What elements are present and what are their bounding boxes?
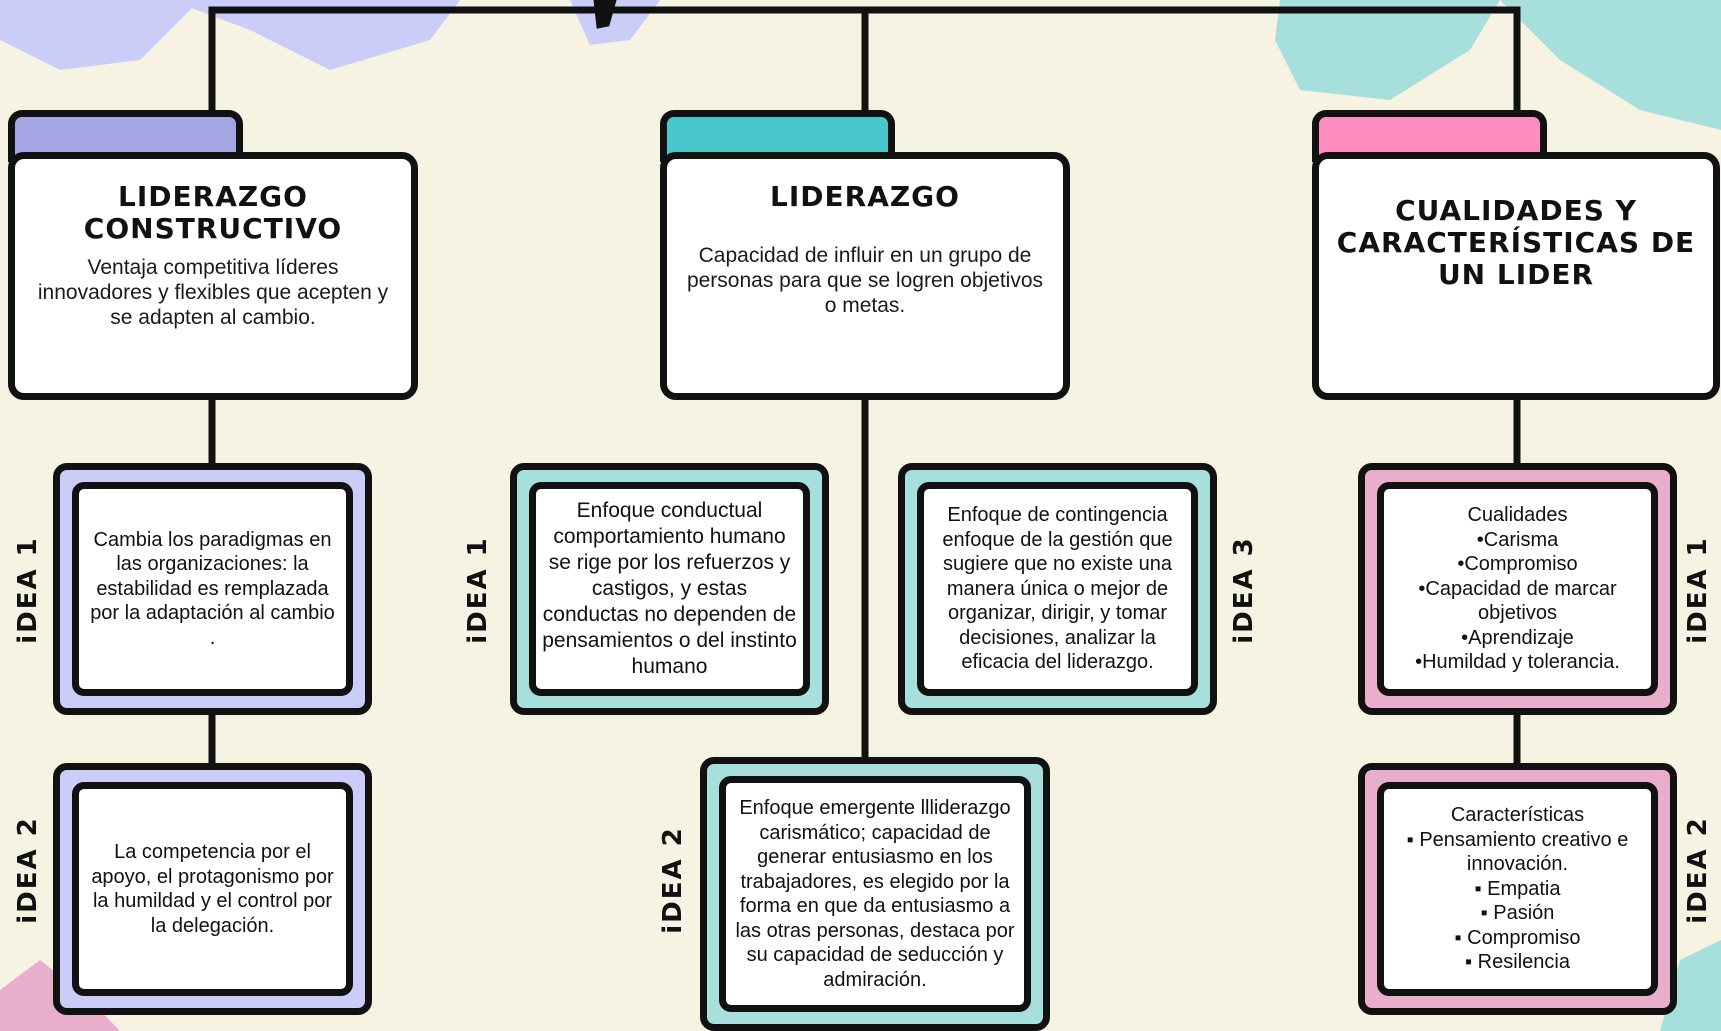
card-inner: Enfoque emergente llliderazgo carismátic… [719, 776, 1031, 1012]
card-text: Enfoque conductual comportamiento humano… [542, 499, 797, 678]
card-text: Cambia los paradigmas en las organizacio… [90, 528, 335, 649]
idea-label: iDEA 1 [463, 536, 493, 644]
idea-label: iDEA 2 [658, 826, 688, 934]
folder-title: LiDERAZGO [770, 180, 960, 213]
card-inner: Características ▪ Pensamiento creativo e… [1377, 782, 1658, 996]
card-left-idea-1: Cambia los paradigmas en las organizacio… [53, 463, 372, 715]
idea-label: iDEA 2 [1683, 816, 1713, 924]
folder-cualidades-caracteristicas: CUALiDADES Y CARACTERÍSTICAS DE UN LiDER [1312, 110, 1720, 400]
idea-label: iDEA 2 [13, 816, 43, 924]
idea-label: iDEA 3 [1229, 536, 1259, 644]
card-inner: Enfoque de contingencia enfoque de la ge… [917, 482, 1198, 696]
card-inner: Cambia los paradigmas en las organizacio… [72, 482, 353, 696]
folder-title: LiDERAZGO CONSTRUCTiVO [83, 180, 343, 245]
folder-body: LiDERAZGO CONSTRUCTiVO Ventaja competiti… [8, 152, 418, 400]
folder-description: Capacidad de influir en un grupo de pers… [686, 244, 1044, 317]
folder-body: LiDERAZGO Capacidad de influir en un gru… [660, 152, 1070, 400]
idea-label: iDEA 1 [1683, 536, 1713, 644]
card-text: Características ▪ Pensamiento creativo e… [1406, 804, 1629, 974]
card-center-idea-3: Enfoque de contingencia enfoque de la ge… [898, 463, 1217, 715]
card-center-idea-2: Enfoque emergente llliderazgo carismátic… [700, 757, 1050, 1031]
folder-liderazgo: LiDERAZGO Capacidad de influir en un gru… [660, 110, 1070, 400]
card-right-idea-1: Cualidades •Carisma •Compromiso •Capacid… [1358, 463, 1677, 715]
card-text: Enfoque de contingencia enfoque de la ge… [942, 504, 1173, 674]
card-inner: Enfoque conductual comportamiento humano… [529, 482, 810, 696]
card-text: La competencia por el apoyo, el protagon… [91, 841, 334, 937]
card-text: Enfoque emergente llliderazgo carismátic… [735, 797, 1015, 991]
folder-description: Ventaja competitiva líderes innovadores … [37, 256, 389, 329]
card-center-idea-1: Enfoque conductual comportamiento humano… [510, 463, 829, 715]
idea-label: iDEA 1 [13, 536, 43, 644]
card-left-idea-2: La competencia por el apoyo, el protagon… [53, 763, 372, 1015]
card-inner: Cualidades •Carisma •Compromiso •Capacid… [1377, 482, 1658, 696]
folder-body: CUALiDADES Y CARACTERÍSTICAS DE UN LiDER [1312, 152, 1720, 400]
card-right-idea-2: Características ▪ Pensamiento creativo e… [1358, 763, 1677, 1015]
folder-title: CUALiDADES Y CARACTERÍSTICAS DE UN LiDER [1336, 194, 1696, 291]
folder-liderazgo-constructivo: LiDERAZGO CONSTRUCTiVO Ventaja competiti… [8, 110, 418, 400]
card-inner: La competencia por el apoyo, el protagon… [72, 782, 353, 996]
card-text: Cualidades •Carisma •Compromiso •Capacid… [1415, 504, 1620, 674]
